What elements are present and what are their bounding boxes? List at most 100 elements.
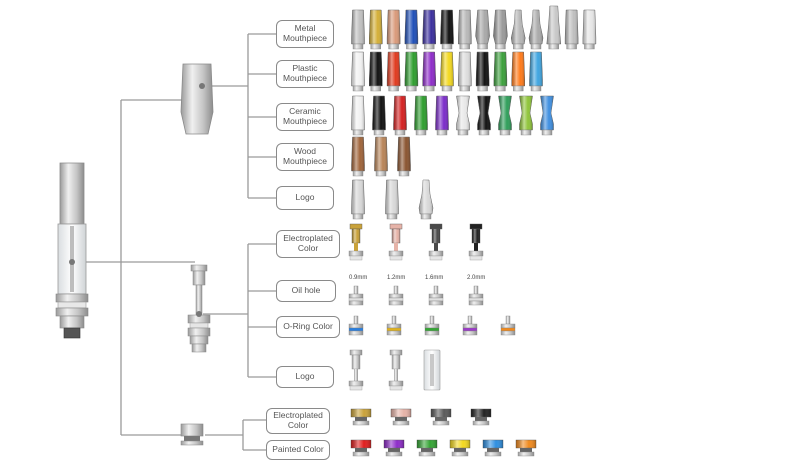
mouthpiece-option-swatch (511, 51, 525, 92)
mouthpiece-option-swatch (498, 95, 512, 136)
mouthpiece-option-swatch (440, 51, 454, 92)
mouthpiece-option-swatch (386, 51, 401, 92)
label-ceramic-mouthpiece-text: Ceramic Mouthpiece (283, 106, 327, 126)
mouthpiece-option-swatch (435, 95, 449, 136)
oring-color-swatch (348, 315, 364, 336)
mouthpiece-option-swatch (404, 51, 419, 92)
body-logo-swatch (348, 349, 364, 391)
label-plastic-mouthpiece-text: Plastic Mouthpiece (283, 63, 327, 83)
base-color-swatch (515, 439, 537, 457)
oil-hole-size-label: 2.0mm (467, 275, 486, 281)
mouthpiece-option-swatch (369, 51, 383, 92)
label-painted-color-text: Painted Color (272, 444, 324, 455)
body-logo-swatch (423, 349, 441, 391)
body-electroplated-swatch (468, 223, 484, 261)
mouthpiece-option-swatch (477, 95, 491, 136)
mouthpiece-option-swatch (351, 95, 365, 136)
base-part (180, 423, 204, 446)
oil-hole-swatch (468, 285, 484, 306)
mouthpiece-option-swatch (351, 179, 365, 220)
mouthpiece-option-swatch (458, 9, 472, 50)
mouthpiece-option-swatch (582, 9, 597, 50)
label-metal-mouthpiece-text: Metal Mouthpiece (283, 23, 327, 43)
mouthpiece-option-swatch (351, 136, 365, 177)
label-mouthpiece-logo-text: Logo (295, 192, 315, 203)
mouthpiece-option-swatch (418, 179, 434, 220)
mouthpiece-option-swatch (475, 51, 490, 92)
mouthpiece-option-swatch (351, 9, 365, 50)
label-oil-hole-text: Oil hole (291, 285, 321, 296)
base-color-swatch (482, 439, 504, 457)
body-electroplated-swatch (388, 223, 404, 261)
label-painted-color: Painted Color (266, 440, 330, 460)
label-oil-hole: Oil hole (276, 280, 336, 302)
mouthpiece-part (180, 63, 214, 135)
label-body-logo: Logo (276, 366, 334, 388)
base-color-swatch (416, 439, 438, 457)
mouthpiece-option-swatch (456, 95, 470, 136)
mouthpiece-option-swatch (519, 95, 533, 136)
mouthpiece-option-swatch (422, 51, 436, 92)
oring-color-swatch (386, 315, 402, 336)
oring-color-swatch (462, 315, 478, 336)
label-metal-mouthpiece: Metal Mouthpiece (276, 20, 334, 48)
label-mouthpiece-logo: Logo (276, 186, 334, 210)
base-color-swatch (350, 439, 372, 457)
label-wood-mouthpiece-text: Wood Mouthpiece (283, 146, 327, 166)
mouthpiece-option-swatch (540, 95, 554, 136)
mouthpiece-option-swatch (546, 5, 562, 50)
oil-hole-swatch (428, 285, 444, 306)
body-part (187, 264, 211, 353)
mouthpiece-option-swatch (374, 136, 388, 177)
body-electroplated-swatch (348, 223, 364, 261)
mouthpiece-option-swatch (493, 51, 508, 92)
oil-hole-size-label: 1.6mm (425, 275, 444, 281)
mouthpiece-option-swatch (475, 9, 490, 50)
mouthpiece-option-swatch (529, 51, 543, 92)
body-logo-swatch (388, 349, 404, 391)
label-oring-color-text: O-Ring Color (283, 321, 333, 332)
tree-connectors (72, 33, 276, 451)
oil-hole-size-label: 0.9mm (349, 275, 368, 281)
mouthpiece-option-swatch (397, 136, 411, 177)
base-color-swatch (390, 408, 412, 426)
full-cartridge (55, 162, 89, 339)
body-electroplated-swatch (428, 223, 444, 261)
mouthpiece-option-swatch (369, 9, 383, 50)
mouthpiece-options (351, 5, 597, 220)
mouthpiece-option-swatch (510, 9, 526, 50)
mouthpiece-option-swatch (404, 9, 419, 50)
base-color-swatch (383, 439, 405, 457)
mouthpiece-option-swatch (493, 9, 508, 50)
base-options (350, 408, 537, 457)
label-body-electroplated: Electroplated Color (276, 230, 340, 258)
oil-hole-swatch (388, 285, 404, 306)
mouthpiece-option-swatch (422, 9, 436, 50)
mouthpiece-option-swatch (458, 51, 472, 92)
label-plastic-mouthpiece: Plastic Mouthpiece (276, 60, 334, 88)
mouthpiece-option-swatch (385, 179, 399, 220)
mouthpiece-option-swatch (414, 95, 428, 136)
label-wood-mouthpiece: Wood Mouthpiece (276, 143, 334, 171)
mouthpiece-option-swatch (393, 95, 407, 136)
base-color-swatch (449, 439, 471, 457)
base-color-swatch (350, 408, 372, 426)
mouthpiece-option-swatch (528, 9, 544, 50)
base-color-swatch (430, 408, 452, 426)
label-body-logo-text: Logo (295, 371, 315, 382)
mouthpiece-option-swatch (564, 9, 579, 50)
oring-color-swatch (424, 315, 440, 336)
label-base-electroplated: Electroplated Color (266, 408, 330, 434)
mouthpiece-option-swatch (372, 95, 386, 136)
label-oring-color: O-Ring Color (276, 316, 340, 338)
body-options (348, 223, 516, 391)
oil-hole-swatch (348, 285, 364, 306)
label-body-electroplated-text: Electroplated Color (283, 233, 333, 253)
mouthpiece-option-swatch (386, 9, 401, 50)
label-base-electroplated-text: Electroplated Color (273, 410, 323, 430)
oil-hole-size-label: 1.2mm (387, 275, 406, 281)
mouthpiece-option-swatch (351, 51, 365, 92)
label-ceramic-mouthpiece: Ceramic Mouthpiece (276, 103, 334, 131)
oring-color-swatch (500, 315, 516, 336)
